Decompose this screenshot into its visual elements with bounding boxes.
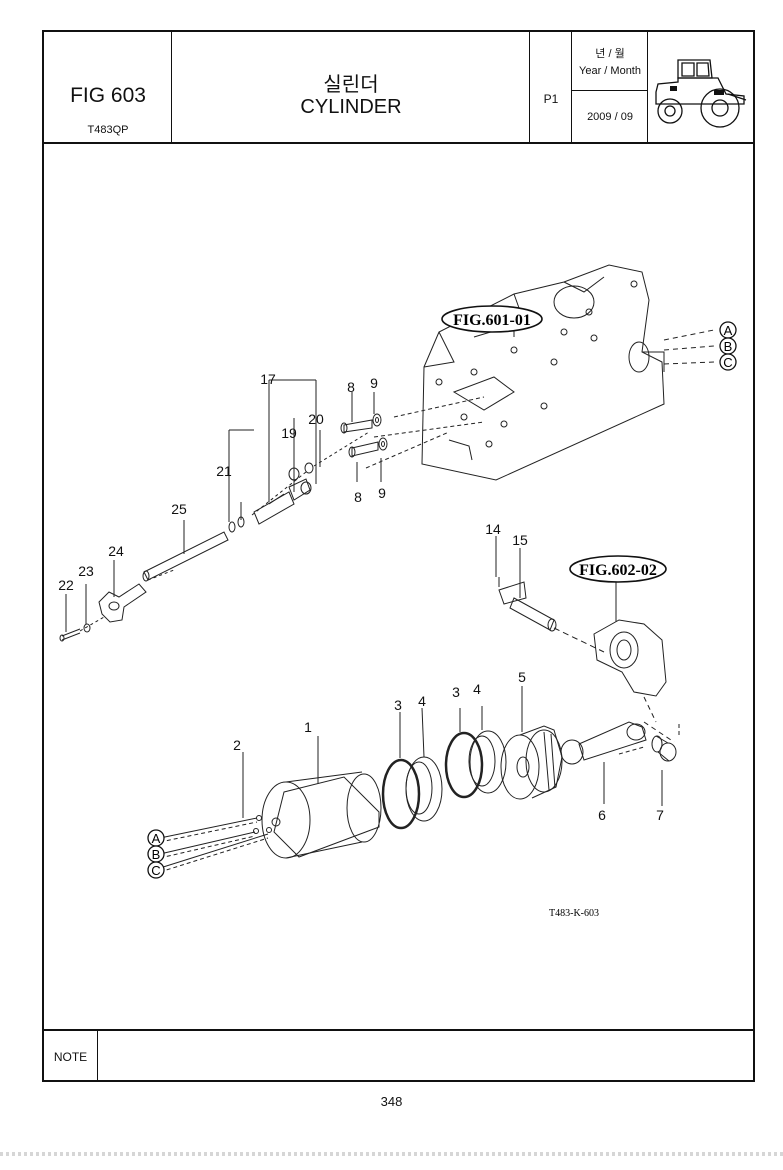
callout-14: 14 — [485, 521, 501, 537]
date-value: 2009 / 09 — [587, 111, 633, 123]
year-month-korean: 년 / 월 — [595, 48, 625, 60]
callout-5: 5 — [518, 669, 526, 685]
callout-4: 4 — [473, 681, 481, 697]
callout-19: 19 — [281, 425, 297, 441]
title-english: CYLINDER — [300, 96, 402, 118]
callout-17: 17 — [260, 371, 276, 387]
port-a-label-upper: A — [724, 323, 733, 338]
page-frame: FIG 603 T483QP 실린더 CYLINDER P1 년 / 월 Yea… — [42, 30, 755, 1082]
callout-20: 20 — [308, 411, 324, 427]
page-label: P1 — [543, 92, 559, 106]
callout-8: 8 — [347, 379, 355, 395]
title-cell: 실린더 CYLINDER — [172, 32, 530, 142]
callout-8: 8 — [354, 489, 362, 505]
note-row: NOTE — [44, 1029, 753, 1082]
scan-artifact — [0, 1152, 783, 1156]
year-month-english: Year / Month — [579, 65, 641, 77]
callout-7: 7 — [656, 807, 664, 823]
callout-3: 3 — [452, 684, 460, 700]
tractor-cell — [648, 32, 753, 142]
callout-22: 22 — [58, 577, 74, 593]
port-a-label-lower: A — [152, 831, 161, 846]
callout-25: 25 — [171, 501, 187, 517]
fig-601-ref-oval — [441, 305, 543, 333]
fig-number: FIG 603 — [70, 84, 146, 107]
port-b-label-upper: B — [724, 339, 733, 354]
callout-9: 9 — [370, 375, 378, 391]
fig-601-ref: FIG.601-01 — [453, 312, 531, 329]
header: FIG 603 T483QP 실린더 CYLINDER P1 년 / 월 Yea… — [44, 32, 753, 144]
callout-23: 23 — [78, 563, 94, 579]
divider — [572, 90, 648, 91]
fig-602-ref-oval — [569, 555, 667, 583]
callout-2: 2 — [233, 737, 241, 753]
callout-1: 1 — [304, 719, 312, 735]
callout-9: 9 — [378, 485, 386, 501]
tractor-icon — [655, 59, 747, 128]
exploded-diagram: FIG.601-01 FIG.602-02 A B C A B C 1 2 3 … — [58, 264, 737, 919]
fig-602-ref: FIG.602-02 — [579, 562, 657, 579]
drawing-code: T483-K-603 — [549, 908, 599, 919]
year-month-cell: 년 / 월 Year / Month 2009 / 09 — [572, 32, 648, 142]
title-korean: 실린더 — [323, 74, 379, 96]
callout-6: 6 — [598, 807, 606, 823]
callout-24: 24 — [108, 543, 124, 559]
note-label: NOTE — [44, 1031, 98, 1082]
callout-15: 15 — [512, 532, 528, 548]
callout-4: 4 — [418, 693, 426, 709]
callout-3: 3 — [394, 697, 402, 713]
port-c-label-lower: C — [151, 863, 160, 878]
port-c-label-upper: C — [723, 355, 732, 370]
page-number: 348 — [380, 1094, 403, 1109]
fig-cell: FIG 603 T483QP — [44, 32, 172, 142]
page-cell: P1 — [530, 32, 572, 142]
port-b-label-lower: B — [152, 847, 161, 862]
callout-21: 21 — [216, 463, 232, 479]
fig-code: T483QP — [87, 124, 129, 136]
